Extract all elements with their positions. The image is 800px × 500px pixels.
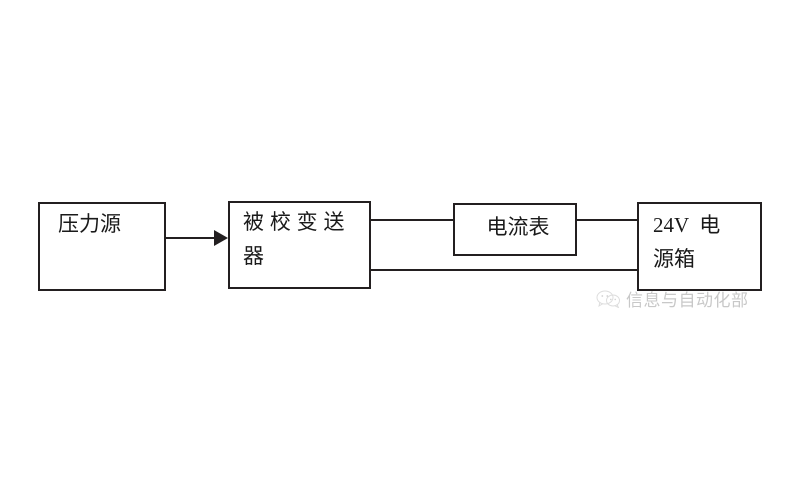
wire-transmitter-to-ammeter xyxy=(371,219,453,221)
block-pressure-source xyxy=(38,202,166,291)
wire-ammeter-to-power-supply xyxy=(577,219,637,221)
block-power-supply-24v-label: 24V 电 源箱 xyxy=(653,213,721,271)
block-transmitter-under-test xyxy=(228,201,371,289)
arrowhead-source-to-transmitter xyxy=(214,230,228,246)
wechat-logo-icon xyxy=(596,290,622,308)
wire-transmitter-to-power-supply-return xyxy=(371,269,637,271)
wire-source-to-transmitter xyxy=(166,237,218,239)
block-pressure-source-label: 压力源 xyxy=(58,213,121,236)
block-ammeter xyxy=(453,203,577,256)
block-power-supply-24v xyxy=(637,202,762,291)
block-ammeter-label: 电流表 xyxy=(486,216,550,239)
block-transmitter-under-test-label: 被 校 变 送 器 xyxy=(243,211,345,268)
